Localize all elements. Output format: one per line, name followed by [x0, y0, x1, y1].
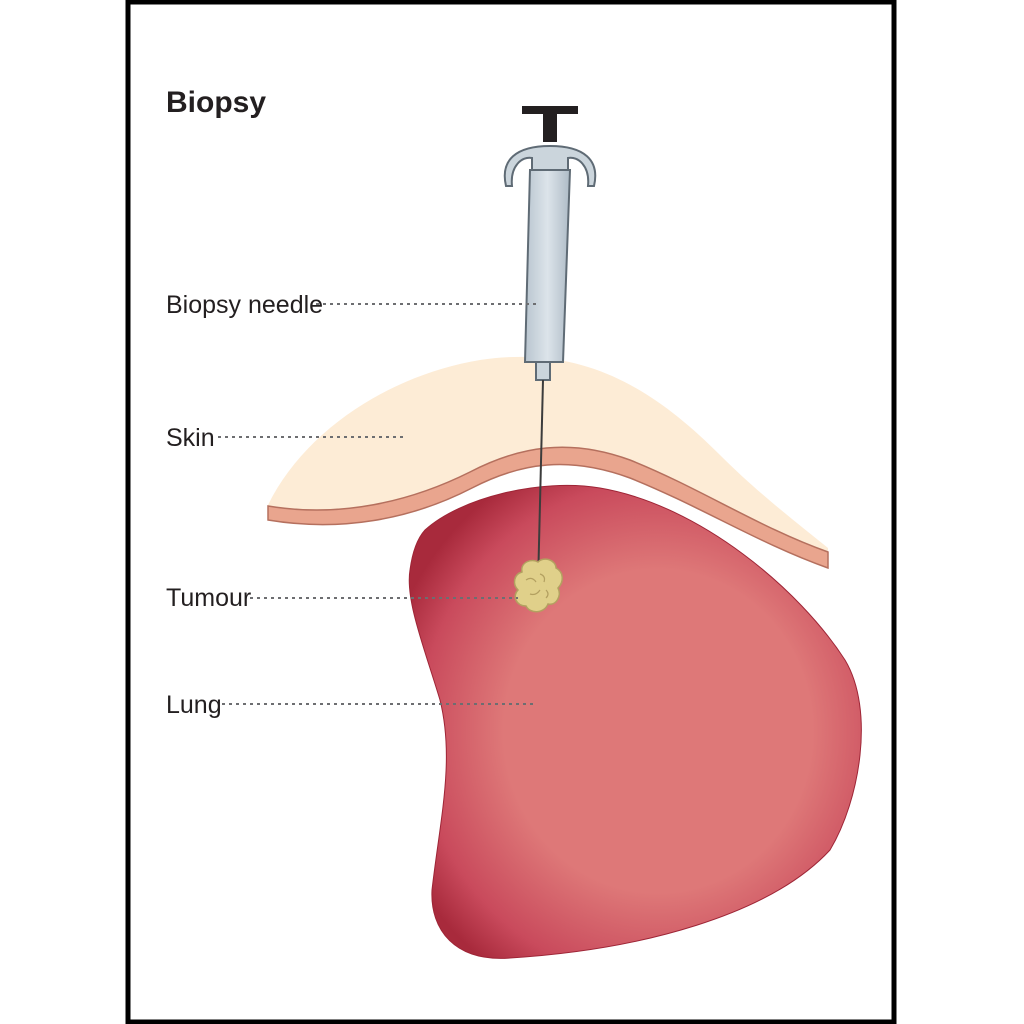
skin-layer: [268, 356, 828, 555]
tumour-texture: [525, 573, 549, 599]
label-biopsy-needle: Biopsy needle: [166, 291, 323, 319]
diagram-title: Biopsy: [166, 86, 266, 119]
needle-shaft: [537, 379, 544, 586]
plunger-rod: [543, 112, 557, 142]
plunger-cap: [522, 106, 578, 114]
tumour: [513, 558, 563, 613]
needle-finger-grip: [503, 144, 597, 187]
needle-barrel: [523, 169, 572, 363]
label-lung: Lung: [166, 691, 222, 719]
skin-edge: [267, 446, 829, 570]
needle-hub: [535, 361, 551, 381]
label-tumour: Tumour: [166, 584, 251, 612]
label-skin: Skin: [166, 424, 215, 452]
